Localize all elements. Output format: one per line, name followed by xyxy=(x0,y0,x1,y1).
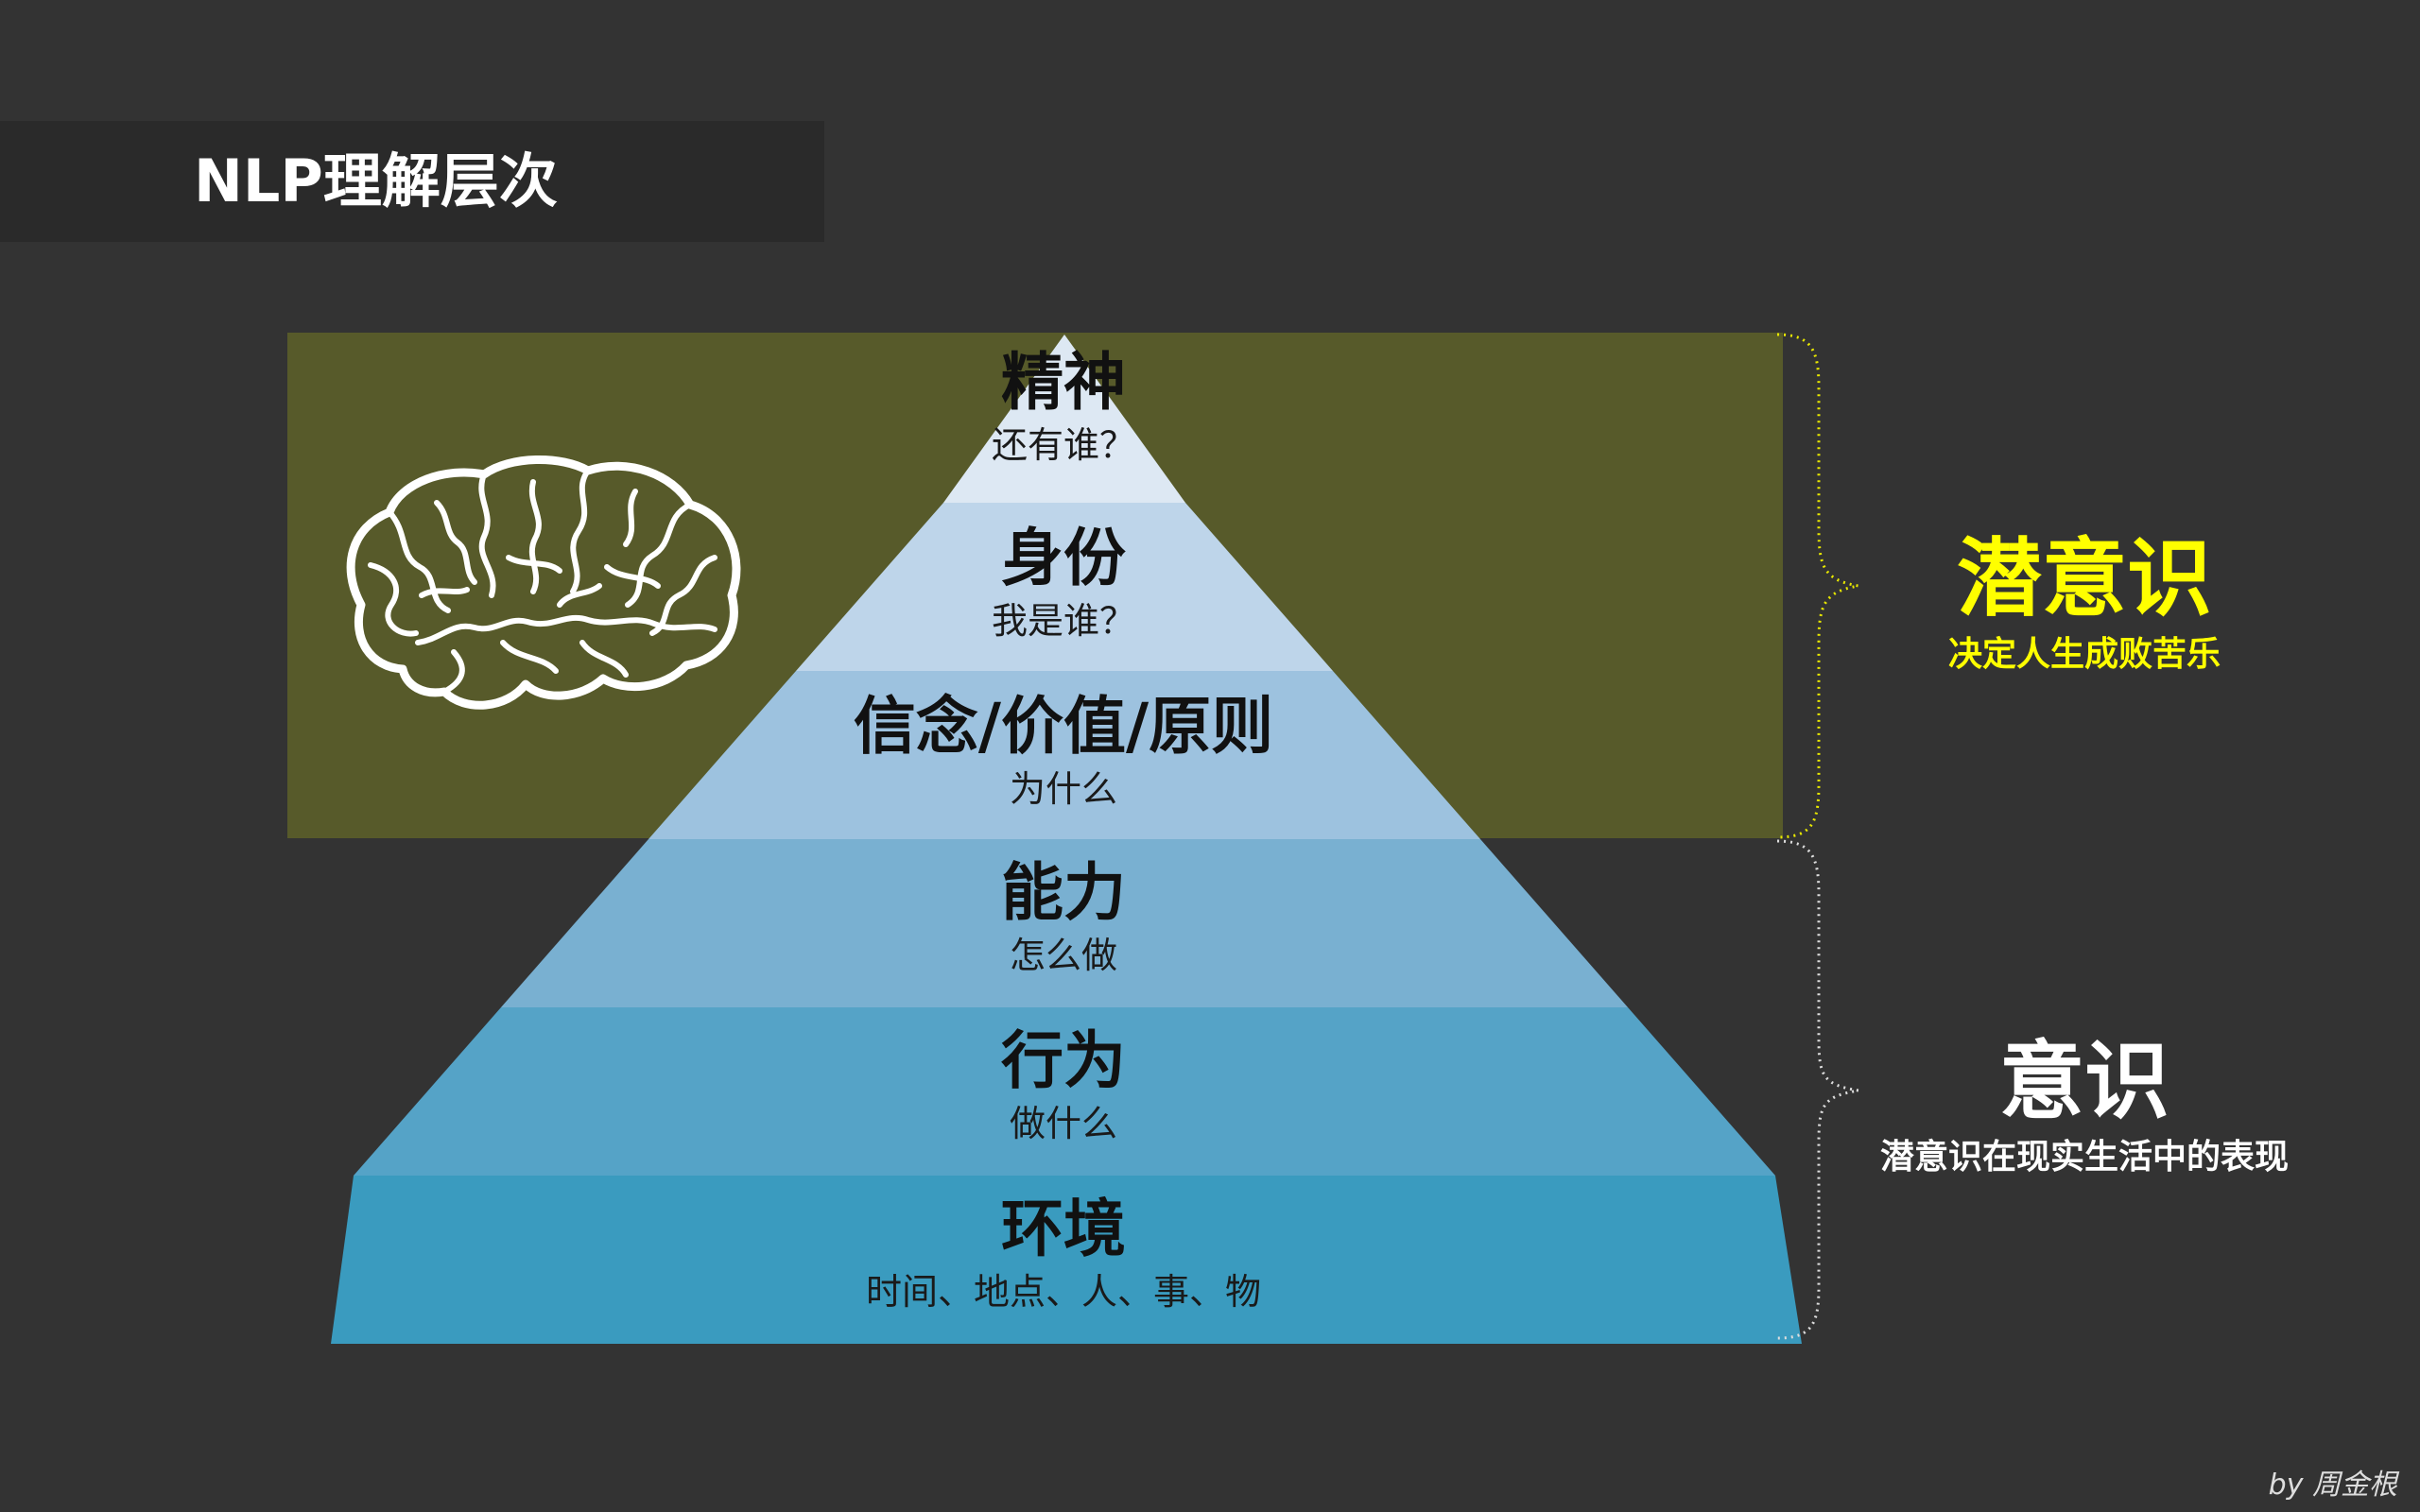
pyramid-layer-3 xyxy=(648,671,1480,839)
layer-title: 身份 xyxy=(1001,522,1126,594)
subconscious-subtitle: 决定人生成败苦乐 xyxy=(1947,635,2221,674)
layer-subtitle: 怎么做 xyxy=(1009,935,1117,976)
brain-icon xyxy=(346,455,741,710)
layer-title: 精神 xyxy=(1001,346,1126,419)
layer-title: 环境 xyxy=(1001,1193,1126,1265)
page-title: NLP理解层次 xyxy=(194,146,558,215)
pyramid-layer-2 xyxy=(796,503,1333,671)
layer-subtitle: 我是谁？ xyxy=(991,600,1135,642)
conscious-label: 意识 潜意识在现实生活中的表现 xyxy=(1843,1030,2325,1181)
layer-behavior: 行为 做什么 xyxy=(737,1022,1390,1147)
layer-subtitle: 时间、地点、人、事、物 xyxy=(865,1271,1261,1313)
layer-spirit: 精神 还有谁？ xyxy=(737,344,1390,469)
subconscious-title: 潜意识 xyxy=(1957,529,2212,628)
layer-title: 信念/价值/原则 xyxy=(853,690,1274,763)
layer-subtitle: 还有谁？ xyxy=(991,424,1135,466)
pyramid-layer-5 xyxy=(354,1007,1775,1176)
pyramid-layer-4 xyxy=(501,839,1628,1007)
layer-title: 能力 xyxy=(1001,856,1126,929)
pyramid-layer-6 xyxy=(331,1176,1802,1344)
layer-subtitle: 为什么 xyxy=(1009,768,1117,810)
brace-conscious xyxy=(1776,839,1859,1340)
layer-capability: 能力 怎么做 xyxy=(737,854,1390,979)
layer-beliefs: 信念/价值/原则 为什么 xyxy=(737,688,1390,813)
layer-identity: 身份 我是谁？ xyxy=(737,520,1390,644)
conscious-title: 意识 xyxy=(1999,1032,2169,1131)
layer-title: 行为 xyxy=(1001,1024,1126,1097)
conscious-subtitle: 潜意识在现实生活中的表现 xyxy=(1879,1138,2289,1177)
pyramid-layer-1 xyxy=(943,335,1185,503)
brace-subconscious xyxy=(1776,333,1859,839)
layer-environment: 环境 时间、地点、人、事、物 xyxy=(737,1191,1390,1315)
subconscious-label: 潜意识 决定人生成败苦乐 xyxy=(1843,527,2325,679)
author-credit: by 周金根 xyxy=(2268,1469,2397,1502)
layer-subtitle: 做什么 xyxy=(1009,1103,1117,1144)
title-bar: NLP理解层次 xyxy=(0,121,824,242)
